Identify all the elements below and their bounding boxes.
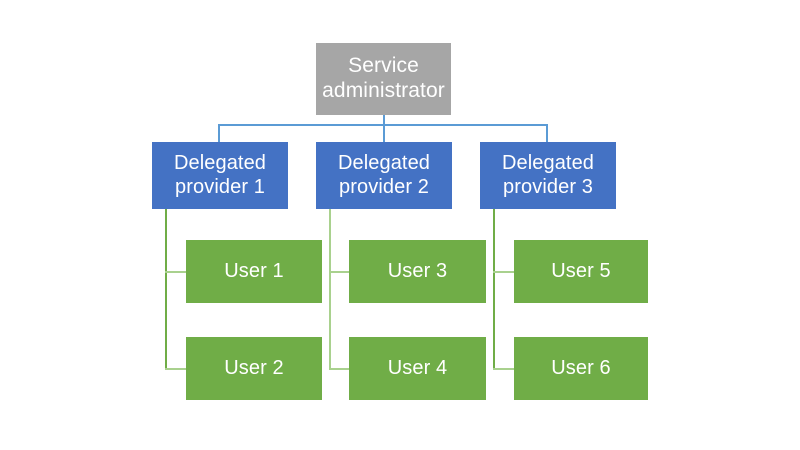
connector-spine-provider-1 [165, 209, 167, 369]
connector-provider-2-to-user-4 [329, 368, 350, 370]
connector-root-to-provider-2 [383, 124, 385, 143]
node-user-3[interactable]: User 3 [349, 240, 486, 303]
node-user-2[interactable]: User 2 [186, 337, 322, 400]
node-delegated-provider-3[interactable]: Delegated provider 3 [480, 142, 616, 209]
connector-provider-1-to-user-2 [165, 368, 187, 370]
node-delegated-provider-2-label: Delegated provider 2 [337, 151, 431, 198]
connector-spine-provider-3 [493, 209, 495, 369]
node-user-5-label: User 5 [551, 259, 611, 282]
node-user-4-label: User 4 [387, 356, 448, 379]
node-user-6[interactable]: User 6 [514, 337, 648, 400]
node-delegated-provider-1-label: Delegated provider 1 [173, 151, 267, 198]
node-user-2-label: User 2 [224, 356, 284, 379]
connector-provider-1-to-user-1 [165, 271, 187, 273]
connector-provider-3-to-user-6 [493, 368, 515, 370]
node-delegated-provider-2[interactable]: Delegated provider 2 [316, 142, 452, 209]
node-service-administrator-label: Service administrator [322, 54, 445, 102]
node-user-1[interactable]: User 1 [186, 240, 322, 303]
node-delegated-provider-3-label: Delegated provider 3 [501, 151, 595, 198]
node-delegated-provider-1[interactable]: Delegated provider 1 [152, 142, 288, 209]
node-user-4[interactable]: User 4 [349, 337, 486, 400]
node-user-6-label: User 6 [551, 356, 611, 379]
connector-spine-provider-2 [329, 209, 331, 369]
node-service-administrator[interactable]: Service administrator [316, 43, 451, 115]
node-user-3-label: User 3 [387, 259, 448, 282]
node-user-5[interactable]: User 5 [514, 240, 648, 303]
connector-root-to-provider-3 [546, 124, 548, 143]
connector-provider-2-to-user-3 [329, 271, 350, 273]
connector-provider-3-to-user-5 [493, 271, 515, 273]
connector-root-stem [383, 115, 385, 126]
node-user-1-label: User 1 [224, 259, 284, 282]
connector-root-to-provider-1 [218, 124, 220, 143]
